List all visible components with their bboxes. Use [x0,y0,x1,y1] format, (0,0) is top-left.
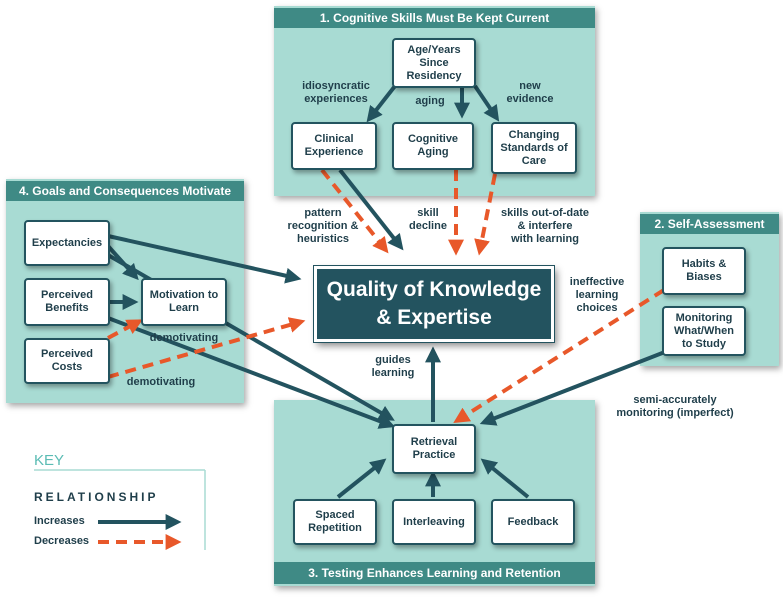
node-text: Feedback [507,515,559,528]
node-text: Perceived [41,348,93,360]
central-quality-of-knowledge: Quality of Knowledge & Expertise [313,265,555,343]
node-habits-biases: Habits &Biases [662,247,746,295]
node-text: Expectancies [31,236,103,249]
label-aging: aging [410,95,450,108]
node-text: Residency [406,69,462,82]
node-text: Standards of [500,141,568,154]
node-text: Practice [412,449,456,461]
label-text: ineffective [569,276,625,288]
label-text: skill [417,207,439,219]
node-text: Repetition [308,522,362,534]
node-text: Clinical [314,133,354,145]
central-line-1: Quality of Knowledge [326,278,542,301]
label-text: guides [375,354,411,366]
node-text: Experience [304,146,364,158]
label-text: idiosyncratic [302,80,370,92]
label-text: new [519,80,541,92]
node-text: Biases [686,271,722,283]
key-title: KEY [34,452,65,469]
node-text: Costs [51,361,83,373]
node-text: to Study [681,337,726,350]
label-text: & interfere [517,220,573,232]
label-text: learning [575,289,619,301]
node-text: Age/Years [407,43,461,56]
panel-title-goals: 4. Goals and Consequences Motivate [6,181,244,201]
label-text: demotivating [126,376,196,388]
node-text: Spaced [315,509,355,521]
key-increases-label: Increases [34,515,85,527]
node-text: Aging [417,146,449,158]
label-text: recognition & [287,220,359,232]
label-text: heuristics [297,233,349,245]
label-text: skills out-of-date [500,207,589,219]
node-text: Learn [169,302,199,314]
node-text: Benefits [45,302,89,314]
node-text: What/When [674,324,734,337]
node-text: Retrieval [410,436,458,448]
label-text: monitoring (imperfect) [616,407,734,419]
label-text: semi-accurately [633,394,717,406]
label-text: learning [371,367,415,379]
label-text: experiences [304,93,368,105]
node-text: Care [521,154,547,167]
node-text: Monitoring [675,311,733,324]
key-relationship-heading: RELATIONSHIP [34,490,159,504]
panel-title-cognitive: 1. Cognitive Skills Must Be Kept Current [274,8,595,28]
node-text: Since [419,56,449,69]
panel-title-testing: 3. Testing Enhances Learning and Retenti… [274,562,595,584]
node-text: Habits & [681,258,727,270]
node-text: Perceived [41,289,93,301]
node-text: Motivation to [149,289,219,301]
key-decreases-label: Decreases [34,535,90,547]
central-line-2: & Expertise [376,306,492,329]
label-text: decline [409,220,447,232]
label-demotivating-1: demotivating [143,332,225,345]
node-text: Interleaving [403,515,465,528]
label-text: choices [576,302,618,314]
label-text: pattern [304,207,342,219]
panel-title-self-assessment: 2. Self-Assessment [640,214,779,234]
node-interleaving: Interleaving [392,499,476,545]
label-text: aging [415,95,445,107]
label-text: evidence [506,93,554,105]
node-feedback: Feedback [491,499,575,545]
node-expectancies: Expectancies [24,220,110,266]
label-demotivating-2: demotivating [120,376,202,389]
node-text: Cognitive [407,133,459,145]
node-text: Changing [508,128,560,141]
label-text: with learning [511,233,579,245]
label-text: demotivating [149,332,219,344]
